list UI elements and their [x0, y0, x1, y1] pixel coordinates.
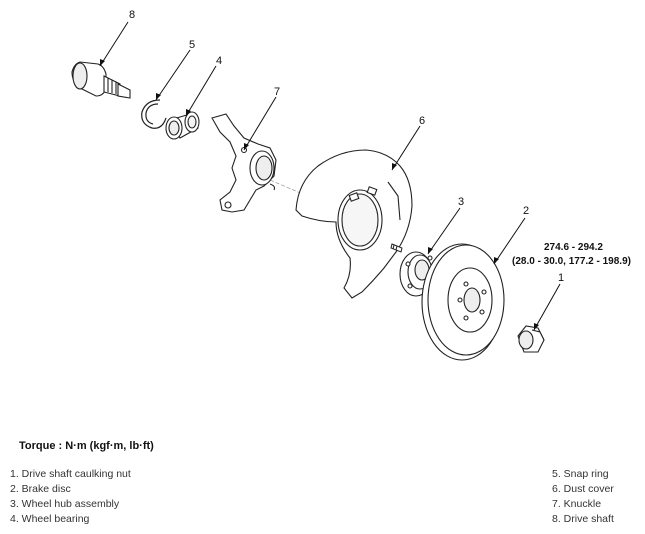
leader-lines — [99, 21, 561, 331]
dust-cover-part — [295, 149, 413, 299]
parts-legend-left: 1. Drive shaft caulking nut 2. Brake dis… — [10, 467, 131, 527]
exploded-view-diagram: 8 5 4 7 6 3 2 1 274.6 - 294.2 (28.0 - 30… — [71, 9, 631, 361]
torque-spec-imperial: (28.0 - 30.0, 177.2 - 198.9) — [512, 256, 631, 267]
wheel-bearing-part — [165, 111, 200, 140]
callout-5: 5 — [189, 39, 195, 51]
caulking-nut-part — [517, 325, 545, 353]
callout-2: 2 — [523, 205, 529, 217]
legend-item: 2. Brake disc — [10, 483, 71, 495]
torque-unit-heading: Torque : N·m (kgf·m, lb·ft) — [19, 440, 154, 452]
snap-ring-part — [141, 99, 167, 129]
parts-legend-right: 5. Snap ring 6. Dust cover 7. Knuckle 8.… — [552, 467, 614, 527]
leader-arrowheads — [100, 59, 539, 330]
callout-7: 7 — [274, 86, 280, 98]
legend-item: 8. Drive shaft — [552, 513, 614, 525]
legend-item: 4. Wheel bearing — [10, 513, 90, 525]
hub-bolt-part — [390, 243, 403, 253]
torque-spec-value: 274.6 - 294.2 — [544, 242, 603, 253]
legend-item: 3. Wheel hub assembly — [10, 498, 120, 510]
legend-item: 7. Knuckle — [552, 498, 602, 510]
callout-1: 1 — [558, 272, 564, 284]
knuckle-part — [211, 113, 277, 213]
legend-item: 6. Dust cover — [552, 483, 614, 495]
brake-disc-part — [421, 243, 505, 361]
callout-8: 8 — [129, 9, 135, 21]
callout-6: 6 — [419, 115, 425, 127]
legend-item: 1. Drive shaft caulking nut — [10, 468, 131, 480]
legend-item: 5. Snap ring — [552, 468, 609, 480]
callout-4: 4 — [216, 55, 222, 67]
callout-3: 3 — [458, 196, 464, 208]
drive-shaft-part — [71, 61, 131, 99]
